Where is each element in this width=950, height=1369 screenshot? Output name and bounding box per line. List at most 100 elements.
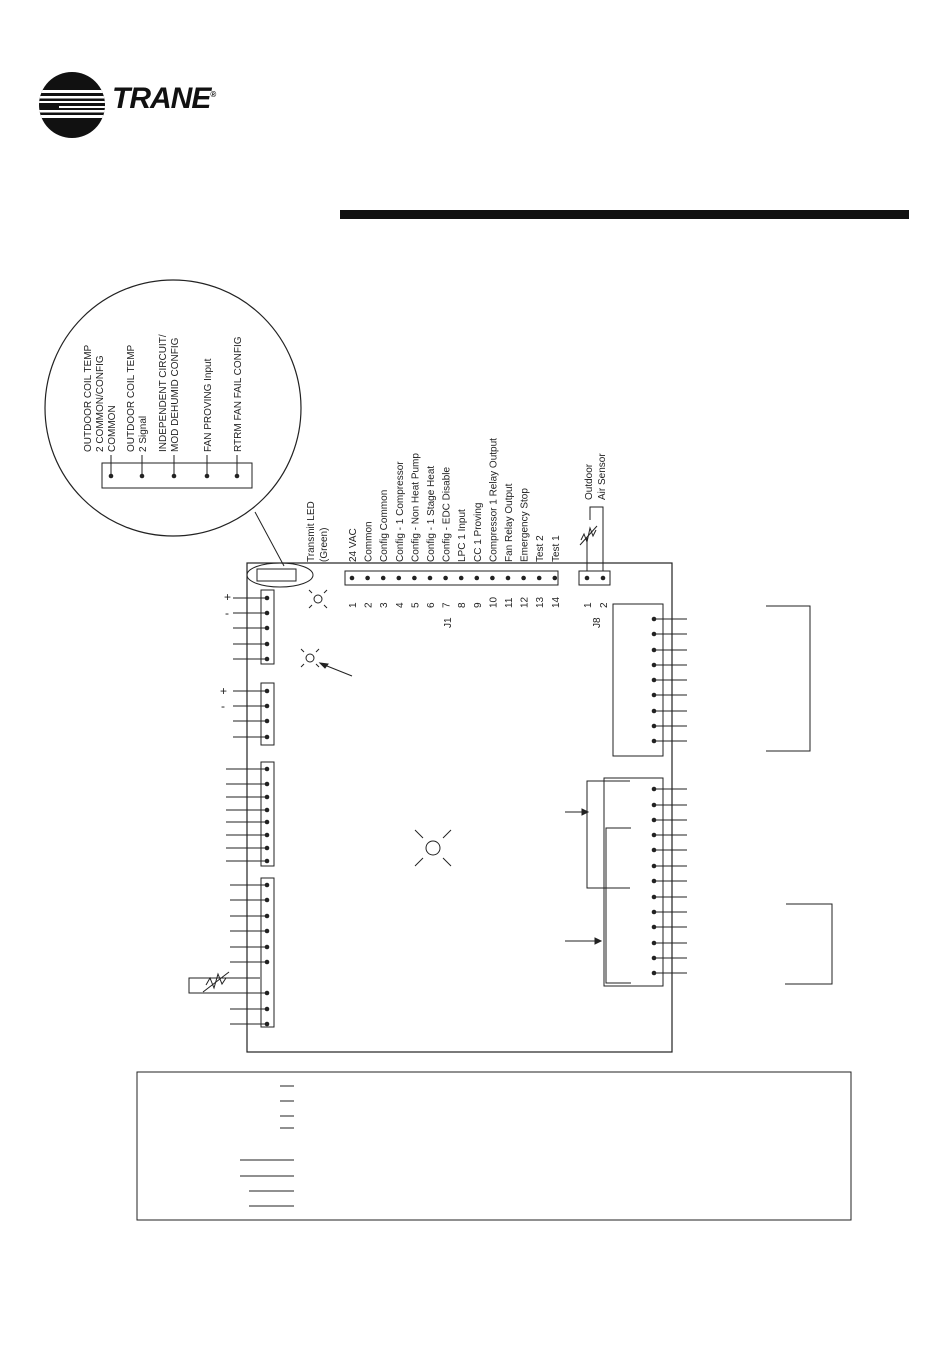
j1-pin bbox=[552, 575, 558, 581]
left-connector-pin bbox=[264, 990, 270, 996]
right-connector-pin bbox=[651, 802, 657, 808]
j1-connector-name: J1 bbox=[443, 617, 454, 628]
left-connector-pin bbox=[264, 703, 270, 709]
j1-pin-number: 6 bbox=[426, 602, 437, 608]
inset-label: OUTDOOR COIL TEMP bbox=[83, 344, 94, 452]
j1-pin bbox=[536, 575, 542, 581]
left-connector-pin bbox=[264, 845, 270, 851]
j1-pin bbox=[458, 575, 464, 581]
right-connector-pin bbox=[651, 708, 657, 714]
outdoor-air-sensor-label: Outdoor Air Sensor bbox=[584, 453, 608, 500]
right-connector-pin bbox=[651, 631, 657, 637]
sensor-line-2: Air Sensor bbox=[597, 453, 608, 500]
j1-pin-label: Config Common bbox=[379, 490, 390, 562]
j1-pin-label: Config - Non Heat Pump bbox=[410, 453, 421, 562]
right-connector-pin bbox=[651, 677, 657, 683]
j1-pin-number: 11 bbox=[504, 597, 515, 608]
j1-pin-label: Config - 1 Compressor bbox=[395, 461, 406, 562]
left-connector-pin bbox=[264, 794, 270, 800]
polarity-plus-b: + bbox=[220, 684, 227, 698]
inset-pins bbox=[108, 455, 240, 479]
left-connector-pin bbox=[264, 807, 270, 813]
j1-pin-number: 3 bbox=[379, 602, 390, 608]
legend-box bbox=[136, 1071, 852, 1221]
j1-pin bbox=[490, 575, 495, 581]
left-connector-pin bbox=[264, 641, 270, 647]
inset-label: INDEPENDENT CIRCUIT/ bbox=[158, 334, 169, 452]
air-sensor-thermistor-icon bbox=[579, 506, 604, 571]
j1-pin-label: Config - EDC Disable bbox=[442, 467, 453, 562]
inset-label: COMMON bbox=[107, 405, 118, 452]
j1-pin-label: LPC 1 Input bbox=[457, 509, 468, 562]
j1-pin bbox=[349, 575, 355, 581]
right-connector-pin bbox=[651, 662, 657, 668]
inset-label: RTRM FAN FAIL CONFIG bbox=[233, 336, 244, 452]
inset-label: OUTDOOR COIL TEMP bbox=[126, 344, 137, 452]
j1-pin-number: 2 bbox=[364, 602, 375, 608]
transmit-led-line-1: Transmit LED bbox=[306, 501, 317, 562]
right-connector-pin bbox=[651, 955, 657, 961]
inset-label: FAN PROVING Input bbox=[203, 358, 214, 452]
j1-pin-label: Fan Relay Output bbox=[504, 483, 515, 562]
right-connector-pin bbox=[651, 832, 657, 838]
j8-pin-number: 1 bbox=[583, 602, 594, 608]
left-connector-pin bbox=[264, 610, 270, 616]
inset-pin bbox=[234, 473, 240, 479]
j1-pin bbox=[412, 575, 417, 581]
j1-pin-label: Test 2 bbox=[535, 535, 546, 562]
j1-connector bbox=[344, 570, 559, 586]
j1-pin-number: 8 bbox=[457, 602, 468, 608]
j1-pin bbox=[380, 575, 386, 581]
left-connector-pin bbox=[264, 832, 270, 838]
left-connector-pin bbox=[264, 1021, 270, 1027]
right-connector-pin bbox=[651, 817, 657, 823]
right-connector-pin bbox=[651, 970, 657, 976]
polarity-plus-a: + bbox=[224, 590, 231, 604]
right-connector-pin bbox=[651, 692, 657, 698]
header-rule bbox=[340, 210, 909, 219]
left-connector-d bbox=[230, 877, 275, 1028]
j8-connector-name: J8 bbox=[592, 617, 603, 628]
transmit-led-icon bbox=[308, 589, 328, 609]
transmit-led-line-2: (Green) bbox=[319, 528, 330, 562]
polarity-minus-b: - bbox=[221, 699, 225, 713]
inset-label: MOD DEHUMID CONFIG bbox=[170, 337, 181, 452]
brand-wordmark: TRANE bbox=[112, 82, 211, 115]
j1-pin-number: 12 bbox=[520, 596, 531, 608]
inset-label: 2 COMMON/CONFIG bbox=[95, 355, 106, 452]
j1-pin bbox=[396, 575, 402, 581]
j1-pin bbox=[521, 575, 526, 581]
j8-pin bbox=[600, 575, 606, 581]
j1-pins bbox=[349, 575, 558, 581]
j1-pin-number: 1 bbox=[348, 602, 359, 608]
inset-pin bbox=[171, 473, 177, 479]
left-connector-pin bbox=[264, 734, 270, 740]
left-connector-b bbox=[233, 682, 275, 746]
j1-pin-label: Compressor 1 Relay Output bbox=[488, 438, 499, 562]
status-led-icon bbox=[300, 648, 353, 677]
brand-name: TRANE® bbox=[112, 82, 216, 116]
registered-mark: ® bbox=[210, 90, 216, 99]
right-connector-pin bbox=[651, 894, 657, 900]
left-connector-pin bbox=[264, 944, 270, 950]
inset-pin bbox=[204, 473, 210, 479]
left-connector-pin bbox=[264, 819, 270, 825]
left-connector-c bbox=[226, 761, 275, 867]
left-connector-pin bbox=[264, 781, 270, 787]
j1-pin-number: 9 bbox=[473, 602, 484, 608]
board-outline bbox=[246, 562, 673, 1053]
left-thermistor-icon bbox=[188, 971, 260, 994]
j1-pin-label: CC 1 Proving bbox=[473, 503, 484, 562]
j1-pin-number: 7 bbox=[442, 602, 453, 608]
polarity-marks: + - + - bbox=[220, 590, 231, 713]
j1-pin bbox=[505, 575, 511, 581]
inset-label: 2 Signal bbox=[138, 416, 149, 452]
j1-pin bbox=[443, 575, 448, 581]
trane-logo-icon bbox=[39, 72, 105, 138]
j1-pin-number: 4 bbox=[395, 602, 406, 608]
left-connector-pin bbox=[264, 625, 270, 631]
j1-pin-label: Common bbox=[364, 521, 375, 562]
inset-leader-line bbox=[254, 511, 285, 567]
